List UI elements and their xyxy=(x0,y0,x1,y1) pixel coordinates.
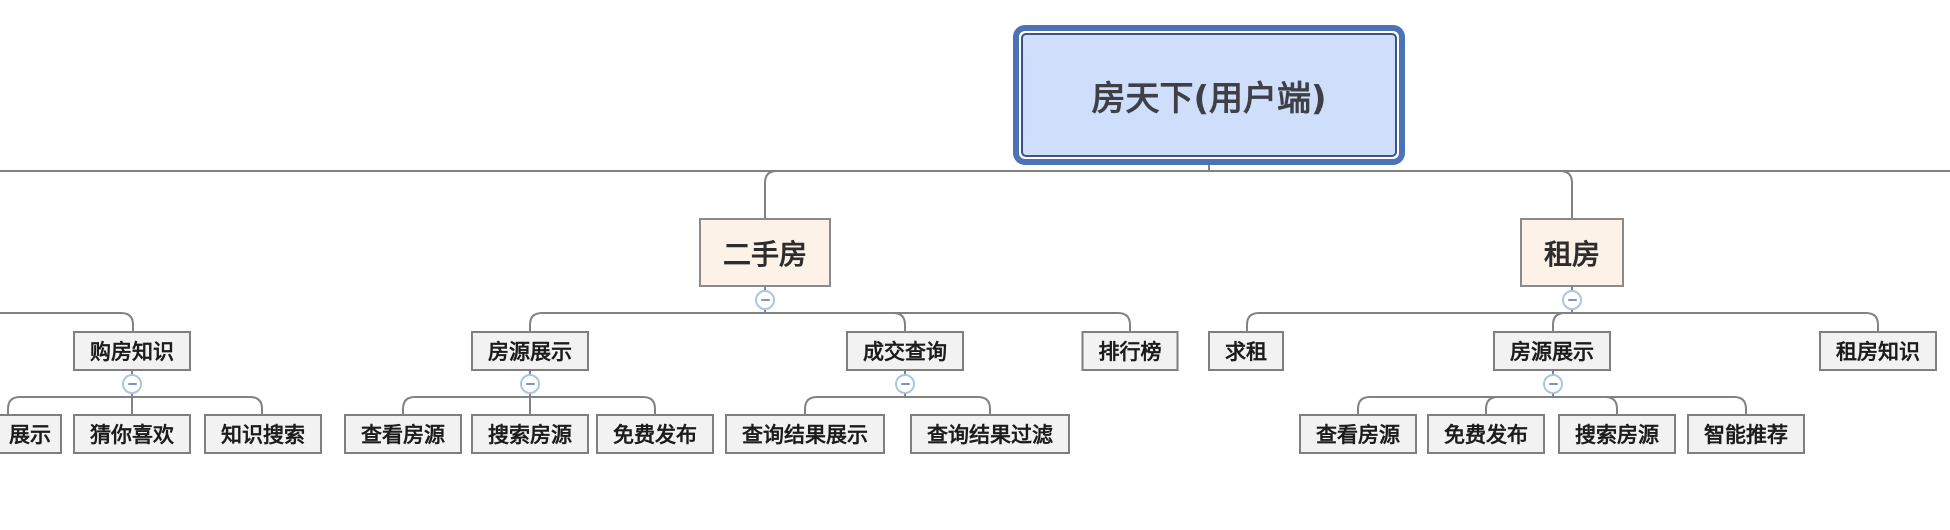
node-transaction-query[interactable]: 成交查询 xyxy=(846,331,964,371)
node-guess-you-like[interactable]: 猜你喜欢 xyxy=(73,414,191,454)
node-query-result-display-label: 查询结果展示 xyxy=(742,423,868,447)
collapse-button-purchase-knowledge[interactable] xyxy=(122,374,142,394)
node-ranking-list-label: 排行榜 xyxy=(1098,340,1162,364)
node-listing-display-rent-label: 房源展示 xyxy=(1510,340,1594,364)
node-guess-you-like-label: 猜你喜欢 xyxy=(90,423,174,447)
node-view-listings-rent[interactable]: 查看房源 xyxy=(1299,414,1417,454)
node-search-listings-rent[interactable]: 搜索房源 xyxy=(1558,414,1676,454)
collapse-button-listing-display-rent[interactable] xyxy=(1543,374,1563,394)
node-free-publish-rent[interactable]: 免费发布 xyxy=(1427,414,1545,454)
node-free-publish-rent-label: 免费发布 xyxy=(1444,423,1528,447)
node-secondhand-house[interactable]: 二手房 xyxy=(698,218,832,287)
minus-icon xyxy=(525,383,535,385)
node-renting-label: 租房 xyxy=(1543,237,1601,271)
node-query-result-display[interactable]: 查询结果展示 xyxy=(725,414,885,454)
node-view-listings-secondhand[interactable]: 查看房源 xyxy=(344,414,462,454)
node-search-listings-rent-label: 搜索房源 xyxy=(1575,423,1659,447)
node-smart-recommend[interactable]: 智能推荐 xyxy=(1687,414,1805,454)
collapse-button-listing-display-secondhand[interactable] xyxy=(520,374,540,394)
connector-level1-rail xyxy=(0,164,1950,218)
node-root-body: 房天下(用户端) xyxy=(1021,33,1397,157)
node-purchase-knowledge-label: 购房知识 xyxy=(90,340,174,364)
node-listing-display-rent[interactable]: 房源展示 xyxy=(1493,331,1611,371)
node-query-result-filter[interactable]: 查询结果过滤 xyxy=(910,414,1070,454)
node-knowledge-search[interactable]: 知识搜索 xyxy=(204,414,322,454)
collapse-button-rent[interactable] xyxy=(1562,290,1582,310)
node-search-listings-secondhand-label: 搜索房源 xyxy=(488,423,572,447)
node-listing-display-secondhand-label: 房源展示 xyxy=(488,340,572,364)
node-secondhand-house-label: 二手房 xyxy=(722,237,808,271)
connector-branch-offscreen-left xyxy=(0,312,134,332)
node-knowledge-search-label: 知识搜索 xyxy=(221,423,305,447)
node-display-clipped-label: 展示 xyxy=(9,423,51,447)
node-display-clipped[interactable]: 展示 xyxy=(0,414,62,454)
node-transaction-query-label: 成交查询 xyxy=(863,340,947,364)
node-root[interactable]: 房天下(用户端) xyxy=(1013,25,1405,165)
minus-icon xyxy=(900,383,910,385)
node-view-listings-secondhand-label: 查看房源 xyxy=(361,423,445,447)
collapse-button-secondhand[interactable] xyxy=(755,290,775,310)
node-query-result-filter-label: 查询结果过滤 xyxy=(927,423,1053,447)
node-smart-recommend-label: 智能推荐 xyxy=(1704,423,1788,447)
minus-icon xyxy=(127,383,137,385)
node-renting[interactable]: 租房 xyxy=(1519,218,1625,287)
minus-icon xyxy=(1548,383,1558,385)
node-rent-knowledge-label: 租房知识 xyxy=(1836,340,1920,364)
node-rent-knowledge[interactable]: 租房知识 xyxy=(1819,331,1937,371)
node-free-publish-secondhand[interactable]: 免费发布 xyxy=(596,414,714,454)
node-ranking-list[interactable]: 排行榜 xyxy=(1081,331,1179,371)
collapse-button-transaction-query[interactable] xyxy=(895,374,915,394)
node-view-listings-rent-label: 查看房源 xyxy=(1316,423,1400,447)
node-root-label: 房天下(用户端) xyxy=(1091,78,1327,119)
node-search-listings-secondhand[interactable]: 搜索房源 xyxy=(471,414,589,454)
node-rent-seeking[interactable]: 求租 xyxy=(1208,331,1284,371)
minus-icon xyxy=(1567,299,1577,301)
minus-icon xyxy=(760,299,770,301)
connector-branch-secondhand xyxy=(529,287,1131,332)
node-listing-display-secondhand[interactable]: 房源展示 xyxy=(471,331,589,371)
node-rent-seeking-label: 求租 xyxy=(1225,340,1267,364)
node-free-publish-secondhand-label: 免费发布 xyxy=(613,423,697,447)
node-purchase-knowledge[interactable]: 购房知识 xyxy=(73,331,191,371)
